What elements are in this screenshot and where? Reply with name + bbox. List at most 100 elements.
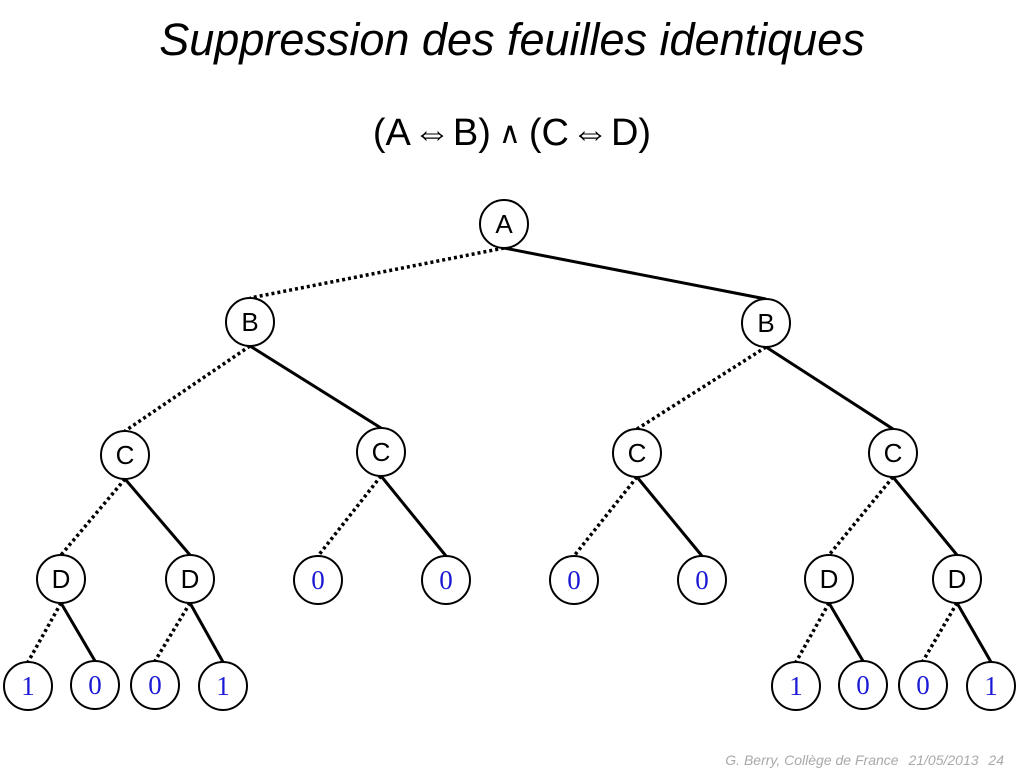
- leaf-value-label: 1: [21, 671, 35, 701]
- logical-and-symbol: ∧: [498, 117, 521, 150]
- leaf-value-label: 1: [984, 671, 998, 701]
- leaf-node-L2b: 1: [198, 661, 248, 711]
- leaf-node-L7a: 1: [771, 661, 821, 711]
- formula-term-a: (A: [372, 112, 411, 154]
- footer-page-number: 24: [988, 752, 1004, 768]
- node-circle: [356, 427, 406, 477]
- leaf-value-label: 0: [88, 670, 102, 700]
- variable-node-D3: D: [804, 554, 854, 604]
- variable-label: C: [884, 438, 903, 468]
- slide-title: Suppression des feuilles identiques: [159, 14, 865, 65]
- high-edge-B1-C2: [249, 344, 382, 430]
- variable-node-C4: C: [868, 428, 918, 478]
- node-circle: [100, 430, 150, 480]
- leaf-node-L4: 0: [421, 555, 471, 605]
- slide-footer: G. Berry, Collège de France 21/05/2013 2…: [719, 752, 1004, 768]
- high-edge-D4-L8b: [955, 602, 993, 663]
- high-edge-D3-L7b: [827, 602, 865, 662]
- leaf-value-label: 0: [695, 565, 709, 595]
- leaf-value-label: 0: [856, 670, 870, 700]
- formula: (A⇔B)∧(C⇔D): [0, 112, 1024, 155]
- node-circle: [549, 555, 599, 605]
- node-circle: [677, 555, 727, 605]
- node-circle: [198, 661, 248, 711]
- leaf-node-L2a: 0: [130, 660, 180, 710]
- variable-node-D1: D: [36, 554, 86, 604]
- low-edge-B1-C1: [124, 344, 251, 433]
- low-edge-B2-C3: [636, 345, 767, 431]
- variable-label: C: [116, 440, 135, 470]
- node-circle: [868, 428, 918, 478]
- variable-node-C3: C: [612, 428, 662, 478]
- low-edge-D3-L7a: [794, 602, 831, 663]
- variable-label: C: [628, 438, 647, 468]
- footer-date: 21/05/2013: [908, 752, 979, 768]
- leaf-value-label: 0: [916, 670, 930, 700]
- leaf-node-L8a: 0: [898, 660, 948, 710]
- node-circle: [932, 554, 982, 604]
- node-circle: [293, 555, 343, 605]
- node-circle: [165, 554, 215, 604]
- low-edge-D1-L1a: [26, 602, 63, 663]
- formula-term-c: (C: [528, 112, 569, 154]
- variable-label: D: [181, 564, 200, 594]
- leaf-value-label: 1: [789, 671, 803, 701]
- variable-label: A: [495, 209, 513, 239]
- leaf-node-L1a: 1: [3, 661, 53, 711]
- node-circle: [838, 660, 888, 710]
- tree-nodes: A B B C C C C D D 0 0 0 0 D D 1 0 0 1 1 0 0 1: [3, 199, 1016, 711]
- node-circle: [421, 555, 471, 605]
- leaf-node-L1b: 0: [70, 660, 120, 710]
- variable-node-D4: D: [932, 554, 982, 604]
- leaf-node-L8b: 1: [966, 661, 1016, 711]
- variable-label: B: [757, 308, 774, 338]
- high-edge-C4-D4: [891, 476, 959, 556]
- leaf-value-label: 0: [148, 670, 162, 700]
- variable-node-B2: B: [741, 298, 791, 348]
- variable-label: C: [372, 437, 391, 467]
- low-edge-D2-L2a: [153, 602, 192, 662]
- high-edge-B2-C4: [765, 345, 894, 431]
- variable-label: D: [820, 564, 839, 594]
- high-edge-D1-L1b: [59, 602, 97, 662]
- node-circle: [479, 199, 529, 249]
- footer-author: G. Berry, Collège de France: [725, 752, 899, 768]
- node-circle: [771, 661, 821, 711]
- node-circle: [612, 428, 662, 478]
- node-circle: [741, 298, 791, 348]
- high-edge-C3-L6: [635, 476, 704, 557]
- leaf-value-label: 0: [439, 565, 453, 595]
- equivalence-symbol: ⇔: [412, 112, 451, 154]
- variable-node-B1: B: [225, 297, 275, 347]
- equivalence-symbol: ⇔: [570, 112, 609, 154]
- low-edge-C1-D1: [59, 477, 127, 557]
- variable-label: B: [241, 307, 258, 337]
- variable-node-C1: C: [100, 430, 150, 480]
- tree-edges: [26, 246, 993, 663]
- variable-node-D2: D: [165, 554, 215, 604]
- node-circle: [225, 297, 275, 347]
- leaf-value-label: 0: [567, 565, 581, 595]
- high-edge-C1-D2: [123, 478, 192, 556]
- node-circle: [898, 660, 948, 710]
- low-edge-C4-D3: [827, 475, 895, 557]
- variable-node-A: A: [479, 199, 529, 249]
- low-edge-D4-L8a: [921, 602, 959, 662]
- leaf-node-L7b: 0: [838, 660, 888, 710]
- formula-term-b: B): [452, 112, 491, 154]
- leaf-node-L3: 0: [293, 555, 343, 605]
- low-edge-A-B1: [249, 246, 505, 300]
- leaf-node-L6: 0: [677, 555, 727, 605]
- variable-label: D: [948, 564, 967, 594]
- low-edge-C3-L5: [572, 475, 639, 558]
- high-edge-D2-L2b: [188, 602, 225, 663]
- node-circle: [966, 661, 1016, 711]
- node-circle: [3, 661, 53, 711]
- variable-node-C2: C: [356, 427, 406, 477]
- leaf-value-label: 0: [311, 565, 325, 595]
- leaf-node-L5: 0: [549, 555, 599, 605]
- high-edge-C2-L4: [379, 475, 448, 557]
- node-circle: [36, 554, 86, 604]
- formula-term-d: D): [610, 112, 652, 154]
